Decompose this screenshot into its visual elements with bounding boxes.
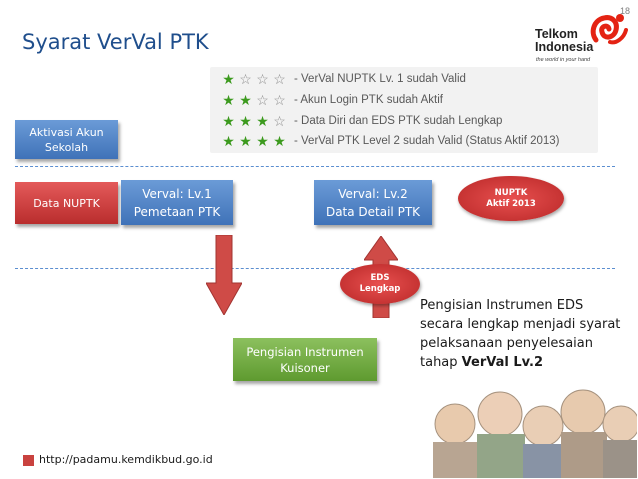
verval-lv1-box: Verval: Lv.1 Pemetaan PTK: [121, 180, 233, 225]
star-filled-icon: ★: [222, 91, 235, 108]
legend-label-2: - Akun Login PTK sudah Aktif: [294, 94, 443, 106]
legend-label-1: - VerVal NUPTK Lv. 1 sudah Valid: [294, 73, 466, 85]
footer-url-link[interactable]: http://padamu.kemdikbud.go.id: [39, 453, 213, 466]
verval-lv2-box: Verval: Lv.2 Data Detail PTK: [314, 180, 432, 225]
verval-lv1-subtitle: Pemetaan PTK: [133, 204, 221, 219]
star-filled-icon: ★: [256, 112, 269, 129]
legend-row-4: ★★★★ - VerVal PTK Level 2 sudah Valid (S…: [220, 131, 560, 151]
eds-badge-line2: Lengkap: [359, 284, 401, 294]
divider-bottom: [15, 268, 615, 269]
bullet-square-icon: [23, 455, 34, 466]
legend-row-1: ★☆☆☆ - VerVal NUPTK Lv. 1 sudah Valid: [220, 69, 466, 89]
kuisoner-subtitle: Kuisoner: [280, 360, 330, 375]
logo-line1: Telkom: [535, 27, 578, 41]
star-empty-icon: ☆: [273, 70, 286, 87]
star-filled-icon: ★: [273, 132, 286, 149]
star-empty-icon: ☆: [256, 70, 269, 87]
description-text: Pengisian Instrumen EDS secara lengkap m…: [420, 298, 621, 370]
star-filled-icon: ★: [239, 91, 252, 108]
down-arrow-icon: [206, 235, 242, 315]
slide-title: Syarat VerVal PTK: [22, 30, 209, 54]
star-filled-icon: ★: [239, 112, 252, 129]
star-empty-icon: ☆: [273, 112, 286, 129]
kuisoner-box: Pengisian Instrumen Kuisoner: [233, 338, 377, 381]
verval-lv2-subtitle: Data Detail PTK: [325, 204, 421, 219]
nuptk-badge-line2: Aktif 2013: [486, 198, 536, 209]
legend-row-3: ★★★☆ - Data Diri dan EDS PTK sudah Lengk…: [220, 111, 502, 131]
logo-tagline: the world in your hand: [536, 57, 591, 63]
star-filled-icon: ★: [222, 70, 235, 87]
star-legend: ★☆☆☆ - VerVal NUPTK Lv. 1 sudah Valid ★★…: [210, 67, 598, 153]
page-number: 18: [619, 6, 630, 16]
nuptk-badge-line1: NUPTK: [494, 187, 528, 198]
telkom-logo-icon: [590, 14, 628, 45]
logo-wordmark: Telkom Indonesia: [535, 28, 593, 54]
kuisoner-title: Pengisian Instrumen: [246, 344, 364, 359]
eds-badge-line1: EDS: [370, 273, 390, 283]
star-filled-icon: ★: [239, 132, 252, 149]
star-empty-icon: ☆: [256, 91, 269, 108]
nuptk-aktif-badge: NUPTK Aktif 2013: [458, 176, 564, 221]
data-nuptk-box: Data NUPTK: [15, 182, 118, 224]
star-empty-icon: ☆: [239, 70, 252, 87]
description-bold: VerVal Lv.2: [461, 355, 544, 370]
legend-label-4: - VerVal PTK Level 2 sudah Valid (Status…: [294, 135, 560, 147]
teachers-illustration: [433, 389, 637, 478]
star-filled-icon: ★: [222, 132, 235, 149]
star-filled-icon: ★: [256, 132, 269, 149]
legend-row-2: ★★☆☆ - Akun Login PTK sudah Aktif: [220, 90, 443, 110]
star-filled-icon: ★: [222, 112, 235, 129]
star-empty-icon: ☆: [273, 91, 286, 108]
legend-label-3: - Data Diri dan EDS PTK sudah Lengkap: [294, 115, 503, 127]
eds-description: Pengisian Instrumen EDS secara lengkap m…: [420, 296, 625, 372]
logo-line2: Indonesia: [535, 40, 594, 54]
divider-top: [15, 166, 615, 167]
eds-lengkap-badge: EDS Lengkap: [340, 264, 420, 304]
aktivasi-akun-box: Aktivasi Akun Sekolah: [15, 120, 118, 159]
verval-lv1-title: Verval: Lv.1: [142, 186, 212, 201]
verval-lv2-title: Verval: Lv.2: [338, 186, 408, 201]
